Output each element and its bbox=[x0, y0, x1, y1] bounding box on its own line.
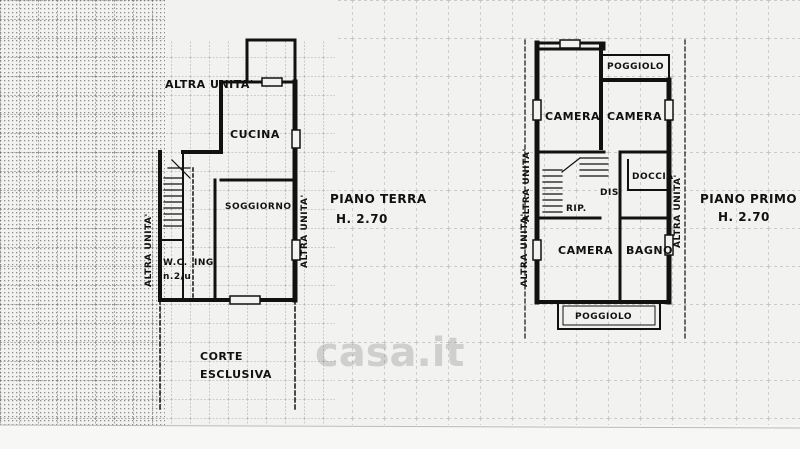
ground-altra-unita-left-label: ALTRA UNITA' bbox=[144, 213, 154, 287]
ground-altra-unita-right-label: ALTRA UNITA' bbox=[300, 194, 310, 268]
ground-floor-title: PIANO TERRA bbox=[330, 192, 427, 206]
first-floor-plan bbox=[524, 39, 686, 341]
ground-floor-height: H. 2.70 bbox=[336, 212, 388, 226]
poggiolo-bottom-label: POGGIOLO bbox=[575, 312, 633, 322]
rip-label: RIP. bbox=[566, 204, 587, 214]
torn-bottom-edge bbox=[0, 425, 800, 449]
cucina-label: CUCINA bbox=[230, 128, 280, 141]
ground-altra-unita-top-label: ALTRA UNITA' bbox=[165, 78, 254, 91]
ing-label: ING bbox=[194, 258, 214, 268]
first-altra-unita-right-label: ALTRA UNITA' bbox=[673, 174, 683, 248]
soggiorno-label: SOGGIORNO bbox=[225, 202, 292, 212]
coarse-grid-mid bbox=[165, 40, 335, 425]
camera-1-label: CAMERA bbox=[545, 110, 601, 123]
doccia-label: DOCCIA bbox=[632, 172, 674, 182]
first-floor-height: H. 2.70 bbox=[718, 210, 770, 224]
corte-label: CORTE bbox=[200, 350, 243, 363]
ground-floor-plan bbox=[158, 38, 301, 411]
dis-label: DIS. bbox=[600, 188, 623, 198]
wc-label: W.C. bbox=[163, 258, 188, 268]
esclusiva-label: ESCLUSIVA bbox=[200, 368, 272, 381]
camera-3-label: CAMERA bbox=[558, 244, 614, 257]
first-altra-unita-left-label: ALTRA UNITA' bbox=[520, 213, 530, 287]
wc-note-label: n.2/u bbox=[163, 272, 192, 282]
bagno-label: BAGNO bbox=[626, 244, 673, 257]
poggiolo-top-label: POGGIOLO bbox=[607, 62, 665, 72]
camera-2-label: CAMERA bbox=[607, 110, 663, 123]
first-floor-title: PIANO PRIMO bbox=[700, 192, 798, 206]
coarse-grid-left bbox=[0, 0, 165, 425]
casa-it-watermark: casa.it bbox=[315, 330, 465, 376]
first-altra-unita-left-upper-label: ALTRA UNITA' bbox=[522, 148, 532, 222]
light-grid bbox=[335, 0, 800, 425]
